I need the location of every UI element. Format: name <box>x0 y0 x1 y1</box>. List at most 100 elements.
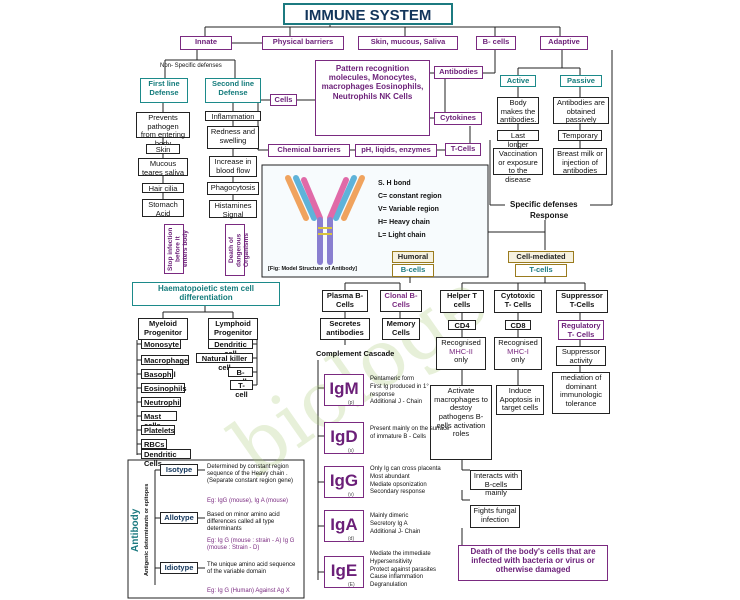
memory-cells-box: Memory Cells <box>382 318 420 340</box>
specific-defenses-label: Specific defenses <box>510 200 578 209</box>
mhc1-line-0: Recognised <box>498 338 538 347</box>
legend-2: V= Variable region <box>378 206 439 213</box>
ph-box: pH, liqids, enzymes <box>355 144 437 157</box>
cell-mediated-box: Cell-mediated <box>508 251 574 263</box>
cellmed-tcells-box: T-cells <box>515 264 567 277</box>
passive-item-2: Breast milk or injection of antibodies <box>553 148 607 175</box>
idiotype-box: Idiotype <box>160 562 198 574</box>
allotype-eg: Eg: Ig G (mouse : strain - A) Ig G (mous… <box>207 538 295 551</box>
active-item-1: Last longer <box>497 130 539 148</box>
plasma-bcells-box: Plasma B-Cells <box>322 290 368 312</box>
second-item-4: Histamines Signal <box>209 200 257 218</box>
iga-point-0: Mainly dimeric <box>370 513 409 519</box>
myeloid-item-4: Neutrophil <box>141 397 182 407</box>
ige-point-2: Cause inflammation <box>370 574 424 581</box>
induce-apoptosis-box: Induce Apoptosis in target cells <box>496 385 544 415</box>
iga-sub: (d) <box>348 536 355 542</box>
ige-points: Mediate the immediate Hypersensitivity P… <box>370 551 452 590</box>
legend-0: S. H bond <box>378 180 411 187</box>
cd4-box: CD4 <box>448 320 476 330</box>
activate-macrophages-box: Activate macrophages to destoy pathogens… <box>430 385 492 460</box>
death-infected-cells-box: Death of the body's cells that are infec… <box>458 545 608 581</box>
mhc1-line-2: only <box>511 355 525 365</box>
isotype-eg: Eg: IgG (mouse), Ig A (mouse) <box>207 498 289 504</box>
tcells-center-box: T-Cells <box>445 143 481 156</box>
allotype-box: Allotype <box>160 512 198 524</box>
mediation-box: mediation of dominant immunologic tolera… <box>552 372 610 414</box>
igg-box: IgG <box>324 466 364 498</box>
igg-point-0: Only Ig can cross placenta <box>370 466 441 472</box>
haematopoietic-box: Haematopoietic stem cell differentiation <box>132 282 280 306</box>
mhc2-line-1: MHC-II <box>449 346 473 356</box>
innate-box: Innate <box>180 36 232 50</box>
iga-points: Mainly dimeric Secretory Ig A Additional… <box>370 513 450 536</box>
antibody-label: Antibody <box>130 508 141 552</box>
myeloid-item-7: RBCs <box>141 439 167 449</box>
mhc2-line-0: Recognised <box>441 338 481 347</box>
allotype-desc: Based on minor amino acid differences ca… <box>207 512 280 532</box>
igm-box: IgM <box>324 374 364 406</box>
clonal-bcells-box: Clonal B-Cells <box>380 290 422 312</box>
cytokines-box: Cytokines <box>434 112 482 125</box>
first-item-3: Hair cilia <box>142 183 184 193</box>
first-line-box: First line Defense <box>140 78 188 103</box>
second-line-note: Death of dangerous Organisms <box>225 224 250 276</box>
first-line-note: Stop infection before it enters body <box>164 224 189 274</box>
cells-box: Cells <box>270 94 297 106</box>
igm-point-0: Pentameric form <box>370 376 415 382</box>
complement-cascade-label: Complement Cascade <box>316 349 395 358</box>
igm-point-2: Additional J - Chain <box>370 399 423 406</box>
first-item-1: Skin <box>146 144 180 154</box>
myeloid-item-1: Macrophage <box>141 355 189 365</box>
secretes-antibodies-box: Secretes antibodies <box>320 318 370 340</box>
igg-point-2: Mediate opsonization <box>370 481 427 488</box>
myeloid-box: Myeloid Progenitor <box>138 318 188 340</box>
myeloid-item-5: Mast cells <box>141 411 177 429</box>
ige-point-0: Mediate the immediate Hypersensitivity <box>370 551 431 565</box>
second-item-2: Increase in blood flow <box>209 156 257 177</box>
ige-sub: (E) <box>348 582 355 588</box>
myeloid-item-6: Platelets <box>141 425 175 435</box>
suppressor-tcells-box: Suppressor T-Cells <box>556 290 608 313</box>
cd8-box: CD8 <box>505 320 531 330</box>
nonspecific-label: Non- Specific defenses <box>160 63 222 69</box>
chemical-barriers-box: Chemical barriers <box>268 144 350 157</box>
antibody-structure-figure <box>261 164 489 278</box>
regulatory-tcells-box: Regulatory T- Cells <box>558 320 604 340</box>
igm-point-1: First Ig produced in 1° response <box>370 383 429 398</box>
response-label: Response <box>530 211 569 220</box>
second-line-box: Second line Defense <box>205 78 261 103</box>
physical-barriers-box: Physical barriers <box>262 36 344 50</box>
igg-sub: (v) <box>348 492 354 498</box>
second-item-3: Phagocytosis <box>207 182 259 195</box>
pattern-recognition-box: Pattern recognition molecules, Monocytes… <box>315 60 430 136</box>
interacts-bcells-box: Interacts with B-cells mainly <box>470 470 522 497</box>
lymphoid-box: Lymphoid Progenitor <box>208 318 258 340</box>
antigenic-side-label: Antigenic determinants or epitopes <box>144 483 150 577</box>
igg-points: Only Ig can cross placenta Most abundant… <box>370 466 452 497</box>
iga-point-2: Additional J- Chain <box>370 528 421 535</box>
passive-item-0: Antibodies are obtained passively <box>553 97 609 124</box>
myeloid-item-3: Eosinophils <box>141 383 187 393</box>
first-item-0: Prevents pathogen from entering body <box>136 112 190 148</box>
mhc2-line-2: only <box>454 355 468 365</box>
first-item-4: Stomach Acid <box>142 199 184 217</box>
active-box: Active <box>500 75 536 87</box>
igg-point-3: Secondary response <box>370 489 426 496</box>
isotype-desc: Determined by constant region sequence o… <box>207 464 294 484</box>
skin-mucous-box: Skin, mucous, Saliva <box>358 36 458 50</box>
lymphoid-item-1: Natural killer cell <box>196 353 253 371</box>
second-item-1: Redness and swelling <box>207 126 259 149</box>
igd-box: IgD <box>324 422 364 454</box>
myeloid-item-0: Monosyte <box>141 339 181 349</box>
active-item-0: Body makes the antibodies. <box>497 97 539 124</box>
idiotype-eg: Eg: Ig G (Human) Against Ag X <box>207 588 290 594</box>
igg-point-1: Most abundant <box>370 473 410 480</box>
ige-point-3: Degranulation <box>370 582 408 589</box>
active-item-2: Vaccination or exposure to the disease <box>493 148 543 184</box>
legend-3: H= Heavy chain <box>378 219 430 226</box>
second-item-0: Inflammation <box>205 111 261 121</box>
helper-tcells-box: Helper T cells <box>440 290 484 313</box>
figure-caption: [Fig: Model Structure of Antibody] <box>268 266 358 272</box>
